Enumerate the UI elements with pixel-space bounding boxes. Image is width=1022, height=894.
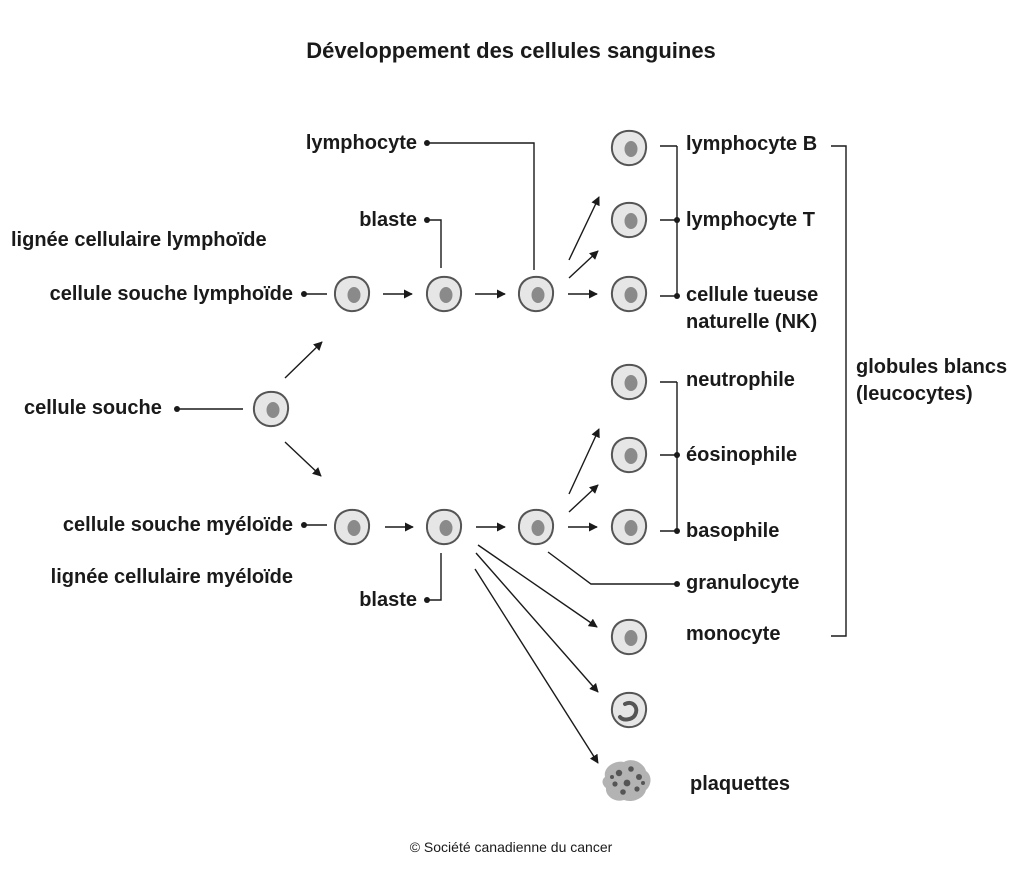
lymphoid-lineage-label: lignée cellulaire lymphoïde	[11, 229, 267, 251]
neutrophil-label: neutrophile	[686, 369, 795, 391]
myeloid-stem-cell	[333, 508, 371, 546]
white-blood-cells-label-line1: globules blancs	[856, 356, 1007, 378]
lymphocyte-cell	[517, 275, 555, 313]
lymphoid-blast-label: blaste	[359, 209, 417, 231]
copyright-credit: © Société canadienne du cancer	[410, 839, 613, 855]
eosinophil-cell	[610, 436, 648, 474]
arrow-to-platelets	[474, 568, 599, 764]
granulocyte-bracket	[660, 381, 680, 534]
nk-cell-label-line2: naturelle (NK)	[686, 311, 817, 333]
t-lymphocyte-cell	[610, 201, 648, 239]
nk-cell	[610, 275, 648, 313]
arrow-to-neutrophil	[568, 428, 600, 495]
arrow-to-monocyte	[477, 544, 598, 628]
lymphoid-stem-cell-label: cellule souche lymphoïde	[50, 283, 293, 305]
arrow-stem-to-lymphoid	[284, 341, 323, 379]
leader-lymphocyte	[427, 142, 535, 270]
lymphoid-blast-cell	[425, 275, 463, 313]
arrow-stem-to-myeloid	[284, 441, 322, 477]
b-lymphocyte-label: lymphocyte B	[686, 133, 817, 155]
basophil-cell	[610, 508, 648, 546]
monocyte-label: monocyte	[686, 623, 780, 645]
nk-cell-label-line1: cellule tueuse	[686, 284, 818, 306]
b-lymphocyte-cell	[610, 129, 648, 167]
white-blood-cells-bracket	[831, 145, 847, 637]
lymphocyte-label: lymphocyte	[306, 132, 417, 154]
myeloid-blast-cell	[425, 508, 463, 546]
lymphocyte-bracket	[660, 145, 680, 299]
leader-myeloid-blast	[427, 553, 442, 601]
stem-cell	[252, 390, 290, 428]
granulocyte-precursor-cell	[517, 508, 555, 546]
granulocyte-label: granulocyte	[686, 572, 799, 594]
arrow-to-red-blood-cell	[475, 552, 599, 693]
red-blood-cell	[610, 691, 648, 729]
leader-lymphoid-blast	[427, 219, 442, 268]
arrow-to-t-lymphocyte	[568, 250, 599, 279]
white-blood-cells-label-line2: (leucocytes)	[856, 383, 973, 405]
platelets-icon	[602, 760, 651, 801]
myeloid-stem-cell-label: cellule souche myéloïde	[63, 514, 293, 536]
arrow-to-b-lymphocyte	[568, 196, 600, 261]
lymphoid-stem-cell	[333, 275, 371, 313]
monocyte-cell	[610, 618, 648, 656]
eosinophil-label: éosinophile	[686, 444, 797, 466]
t-lymphocyte-label: lymphocyte T	[686, 209, 815, 231]
leader-granulocyte	[547, 551, 677, 585]
basophil-label: basophile	[686, 520, 779, 542]
stem-cell-label: cellule souche	[24, 397, 162, 419]
neutrophil-cell	[610, 363, 648, 401]
diagram-title: Développement des cellules sanguines	[306, 38, 716, 63]
platelets-label: plaquettes	[690, 773, 790, 795]
myeloid-lineage-label: lignée cellulaire myéloïde	[51, 566, 293, 588]
myeloid-blast-label: blaste	[359, 589, 417, 611]
arrow-to-eosinophil	[568, 484, 599, 513]
